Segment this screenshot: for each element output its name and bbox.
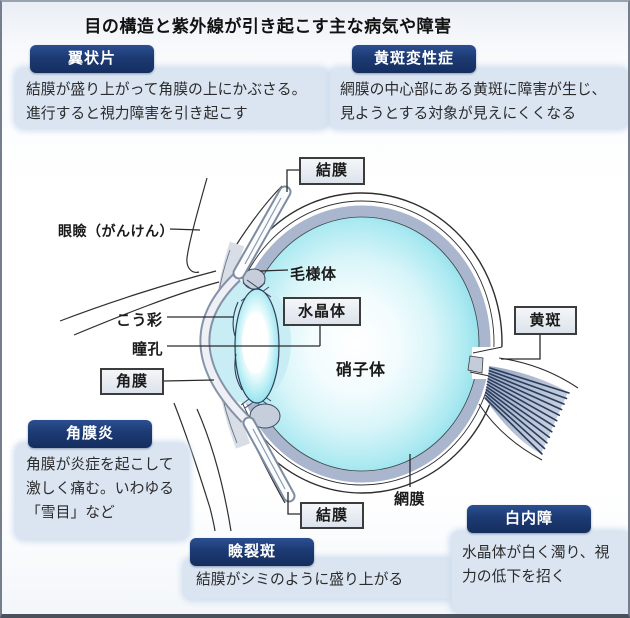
keratitis-badge: 角膜炎 (28, 420, 152, 448)
keratitis-description: 角膜が炎症を起こして激しく痛む。いわゆる「雪目」など (16, 444, 188, 539)
eyeball (205, 192, 503, 494)
label-cornea: 角膜 (100, 368, 164, 395)
label-macula: 黄斑 (514, 306, 577, 335)
label-conjunctiva-bottom: 結膜 (300, 502, 364, 529)
macular-degeneration-description: 網膜の中心部にある黄斑に障害が生じ、見ようとする対象が見えにくくなる (330, 69, 628, 128)
label-iris: こう彩 (116, 312, 163, 329)
pointer-lines (163, 169, 541, 515)
pterygium-description: 結膜が盛り上がって角膜の上にかぶさる。進行すると視力障害を引き起こす (16, 69, 328, 128)
pinguecula-description: 結膜がシミのように盛り上がる (184, 559, 460, 599)
label-retina: 網膜 (394, 491, 426, 508)
label-ciliary-body: 毛様体 (290, 266, 337, 283)
page-title: 目の構造と紫外線が引き起こす主な病気や障害 (84, 17, 452, 36)
pterygium-badge: 翼状片 (30, 45, 154, 73)
label-pupil: 瞳孔 (132, 341, 164, 358)
label-vitreous: 硝子体 (336, 362, 386, 379)
iris-edges (232, 301, 243, 391)
macular-degeneration-badge: 黄斑変性症 (352, 45, 476, 73)
label-conjunctiva-top: 結膜 (299, 157, 365, 185)
label-lens: 水晶体 (283, 297, 361, 326)
cataract-description: 水晶体が白く濁り、視力の低下を招く (452, 532, 628, 612)
eyelids (199, 185, 296, 503)
cataract-badge: 白内障 (467, 505, 591, 533)
optic-nerve (478, 357, 579, 461)
label-eyelid: 眼瞼（がんけん） (58, 223, 174, 239)
pupil-highlight (242, 313, 268, 373)
pinguecula-badge: 瞼裂斑 (190, 538, 314, 566)
